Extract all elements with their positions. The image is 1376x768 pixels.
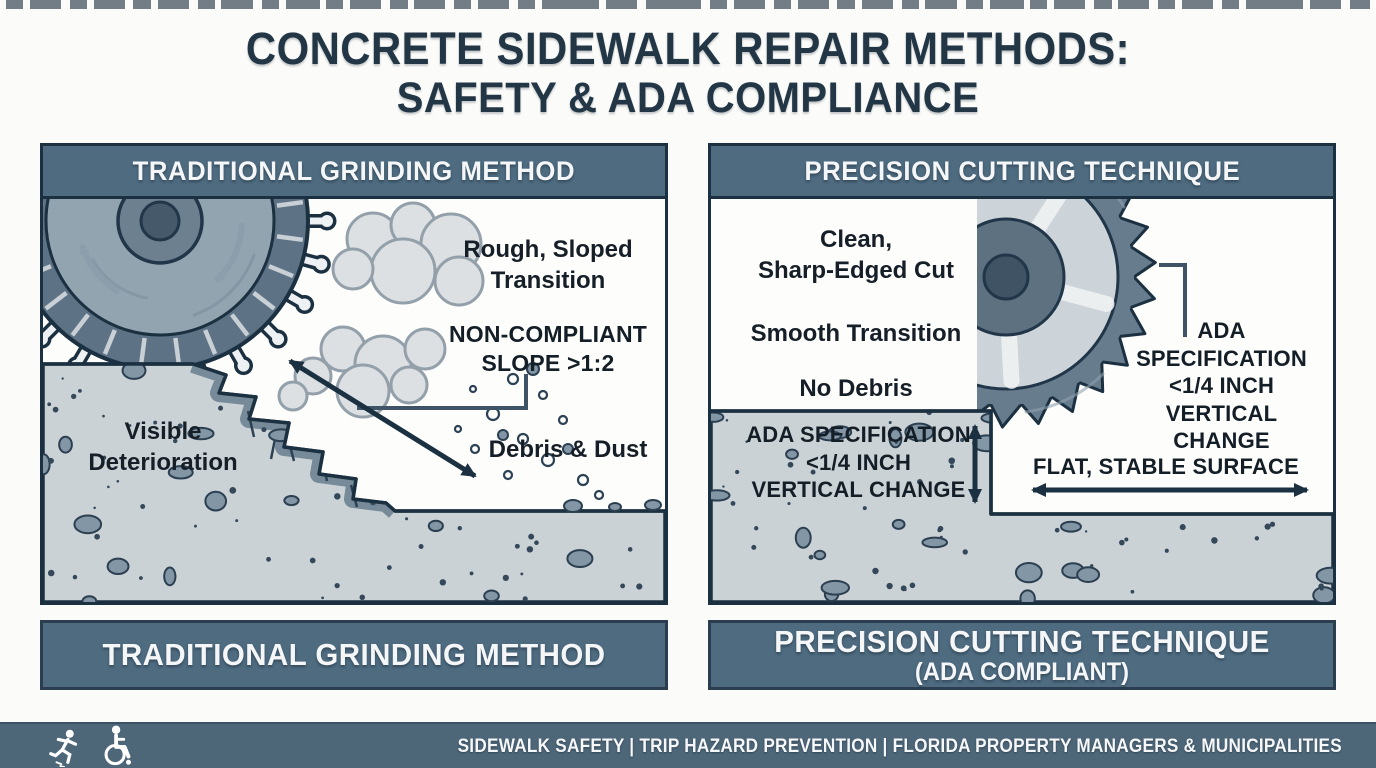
footer-text: SIDEWALK SAFETY | TRIP HAZARD PREVENTION… bbox=[457, 734, 1342, 757]
wheelchair-icon bbox=[104, 725, 131, 766]
page-title-line1: CONCRETE SIDEWALK REPAIR METHODS: bbox=[245, 23, 1131, 74]
grinding-illustration: Rough, Sloped Transition NON-COMPLIANT S… bbox=[43, 199, 665, 602]
label-visible-deterioration: Visible Deterioration bbox=[88, 418, 238, 476]
left-panel-header: TRADITIONAL GRINDING METHOD bbox=[43, 146, 665, 199]
label-clean-sharp-cut: Clean, Sharp-Edged Cut bbox=[758, 226, 954, 284]
label-ada-spec-side: ADA SPECIFICATION <1/4 INCH VERTICAL CHA… bbox=[1136, 318, 1307, 453]
cutting-illustration: Clean, Sharp-Edged Cut Smooth Transition… bbox=[711, 199, 1333, 602]
cropped-text-artifacts bbox=[6, 0, 1370, 9]
grinding-wheel-illustration bbox=[43, 199, 665, 602]
page-title-line2: SAFETY & ADA COMPLIANCE bbox=[396, 74, 980, 122]
label-debris-dust: Debris & Dust bbox=[488, 436, 648, 463]
label-smooth-transition: Smooth Transition bbox=[750, 320, 962, 347]
saw-blade-illustration bbox=[711, 199, 1333, 602]
footer-icons bbox=[48, 725, 138, 767]
footer-bar: SIDEWALK SAFETY | TRIP HAZARD PREVENTION… bbox=[0, 722, 1376, 768]
panel-precision-cutting: PRECISION CUTTING TECHNIQUE Clean, Sharp… bbox=[708, 143, 1336, 605]
right-panel-header: PRECISION CUTTING TECHNIQUE bbox=[711, 146, 1333, 199]
page-title: CONCRETE SIDEWALK REPAIR METHODS: SAFETY… bbox=[48, 23, 1328, 123]
right-caption-bar: PRECISION CUTTING TECHNIQUE (ADA COMPLIA… bbox=[708, 620, 1336, 690]
left-caption: TRADITIONAL GRINDING METHOD bbox=[102, 637, 606, 672]
label-ada-spec-slab: ADA SPECIFICATION <1/4 INCH VERTICAL CHA… bbox=[746, 422, 971, 502]
label-no-debris: No Debris bbox=[799, 375, 913, 402]
right-caption-line1: PRECISION CUTTING TECHNIQUE bbox=[774, 623, 1270, 659]
running-person-icon bbox=[49, 729, 78, 767]
label-rough-sloped-transition: Rough, Sloped Transition bbox=[463, 236, 633, 294]
label-non-compliant-slope: NON-COMPLIANT SLOPE >1:2 bbox=[448, 321, 648, 377]
panel-traditional-grinding: TRADITIONAL GRINDING METHOD Rough, Slope… bbox=[40, 143, 668, 605]
label-flat-stable-surface: FLAT, STABLE SURFACE bbox=[1033, 454, 1299, 479]
left-caption-bar: TRADITIONAL GRINDING METHOD bbox=[40, 620, 668, 690]
right-caption-line2: (ADA COMPLIANT) bbox=[914, 657, 1130, 686]
